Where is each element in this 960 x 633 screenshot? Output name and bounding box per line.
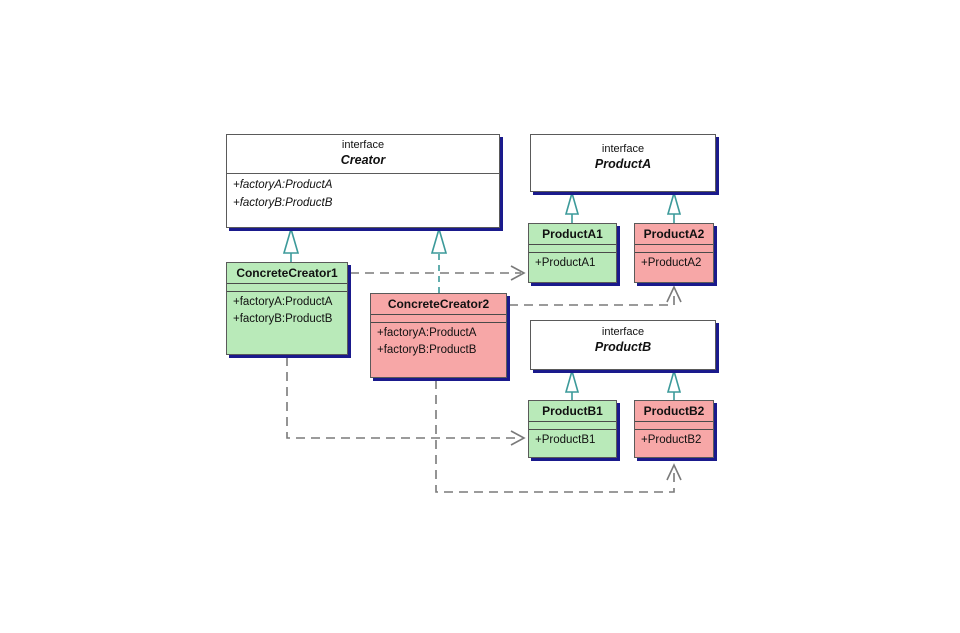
edge-concretecreator1-producta1 [350, 265, 526, 281]
concretecreator2-operation: +factoryA:ProductA [377, 327, 477, 339]
creator-operations: +factoryA:ProductA +factoryB:ProductB [227, 173, 499, 217]
producta-name: ProductA [594, 156, 652, 171]
productb-name: ProductB [594, 339, 652, 354]
edge-productb1-productb [564, 368, 580, 400]
productb1-attributes [529, 421, 616, 429]
productb2-operations: +ProductB2 [635, 429, 713, 452]
class-node-productb2[interactable]: ProductB2 +ProductB2 [634, 400, 714, 458]
producta1-title: ProductA1 [542, 227, 603, 241]
class-node-productb[interactable]: interface ProductB [530, 320, 716, 370]
edge-concretecreator2-creator [430, 226, 448, 293]
producta-header: interface ProductA [531, 135, 715, 177]
productb2-operation: +ProductB2 [641, 434, 702, 446]
producta1-operations: +ProductA1 [529, 252, 616, 275]
creator-operation: +factoryA:ProductA [233, 179, 333, 192]
class-node-producta1[interactable]: ProductA1 +ProductA1 [528, 223, 617, 283]
producta2-attributes [635, 244, 713, 252]
productb-stereotype: interface [601, 326, 645, 338]
producta2-operations: +ProductA2 [635, 252, 713, 275]
productb2-title: ProductB2 [643, 404, 705, 418]
productb-header: interface ProductB [531, 321, 715, 360]
concretecreator1-operations: +factoryA:ProductA +factoryB:ProductB [227, 291, 347, 332]
class-node-productb1[interactable]: ProductB1 +ProductB1 [528, 400, 617, 458]
producta2-operation: +ProductA2 [641, 257, 702, 269]
productb1-operations: +ProductB1 [529, 429, 616, 452]
productb1-operation: +ProductB1 [535, 434, 596, 446]
edge-concretecreator1-creator [282, 226, 300, 262]
producta2-title: ProductA2 [643, 227, 705, 241]
concretecreator2-operations: +factoryA:ProductA +factoryB:ProductB [371, 322, 506, 363]
class-node-concretecreator2[interactable]: ConcreteCreator2 +factoryA:ProductA +fac… [370, 293, 507, 378]
concretecreator2-operation: +factoryB:ProductB [377, 344, 477, 357]
producta1-attributes [529, 244, 616, 252]
concretecreator1-operation: +factoryA:ProductA [233, 296, 333, 308]
creator-operation: +factoryB:ProductB [233, 197, 333, 210]
producta1-operation: +ProductA1 [535, 257, 596, 269]
concretecreator1-attributes [227, 283, 347, 291]
creator-name: Creator [340, 152, 386, 167]
edge-producta1-producta [564, 190, 580, 223]
concretecreator1-title: ConcreteCreator1 [236, 266, 338, 280]
class-node-creator[interactable]: interface Creator +factoryA:ProductA +fa… [226, 134, 500, 228]
edge-concretecreator2-producta2 [509, 285, 682, 306]
producta-stereotype: interface [601, 143, 645, 155]
concretecreator1-operation: +factoryB:ProductB [233, 313, 333, 326]
class-node-producta2[interactable]: ProductA2 +ProductA2 [634, 223, 714, 283]
creator-header: interface Creator [227, 135, 499, 173]
class-node-producta[interactable]: interface ProductA [530, 134, 716, 192]
concretecreator2-attributes [371, 314, 506, 322]
concretecreator2-title: ConcreteCreator2 [387, 297, 490, 311]
edge-productb2-productb [666, 368, 682, 400]
creator-stereotype: interface [341, 139, 385, 151]
class-node-concretecreator1[interactable]: ConcreteCreator1 +factoryA:ProductA +fac… [226, 262, 348, 355]
edge-producta2-producta [666, 190, 682, 223]
productb1-title: ProductB1 [542, 404, 603, 418]
productb2-attributes [635, 421, 713, 429]
